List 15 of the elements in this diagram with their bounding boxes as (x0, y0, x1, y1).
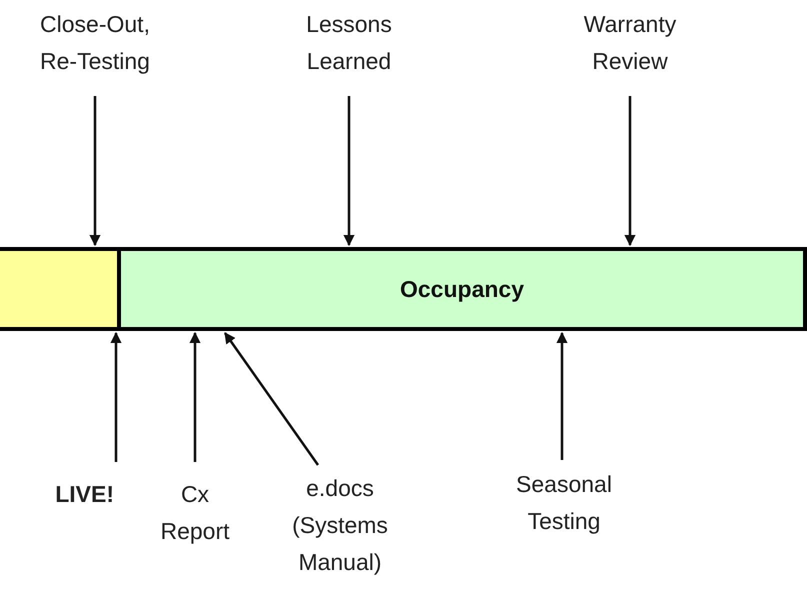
arrow (189, 332, 201, 462)
arrow (556, 332, 568, 460)
milestone-label: Close-Out, Re-Testing (39, 10, 151, 76)
milestone-label: Warranty Review (582, 10, 678, 76)
arrow (89, 96, 101, 246)
arrow (224, 332, 320, 466)
milestone-label: LIVE! (55, 480, 114, 509)
milestone-label: e.docs (Systems Manual) (291, 474, 389, 577)
arrow (110, 332, 122, 462)
phase-label: Occupancy (400, 276, 524, 302)
arrow (343, 96, 355, 246)
milestone-label: Seasonal Testing (515, 470, 613, 536)
milestone-label: Cx Report (159, 480, 231, 546)
arrow (624, 96, 636, 246)
milestone-label: Lessons Learned (305, 10, 393, 76)
